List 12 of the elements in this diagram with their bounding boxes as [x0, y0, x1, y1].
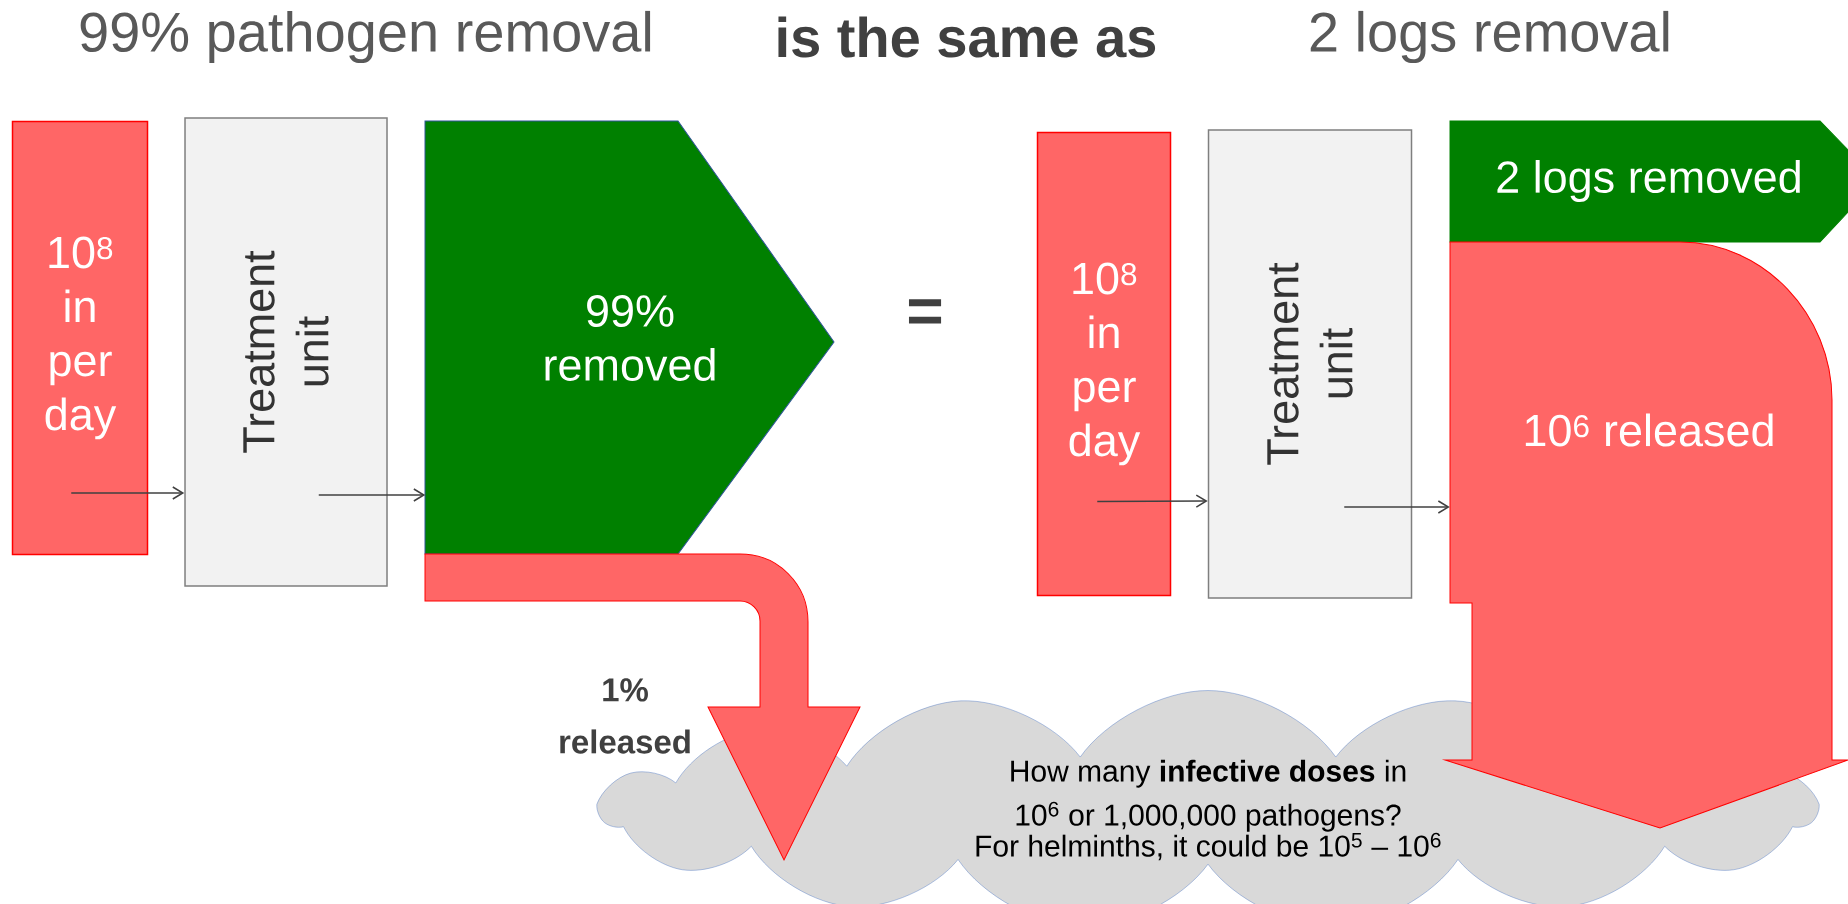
- heading: 2 logs removal: [1310, 10, 1669, 64]
- heading: is the same as: [778, 16, 1156, 58]
- arrow: [70, 486, 185, 500]
- arrow: [318, 488, 426, 502]
- treatment-box: Treatment unit: [184, 117, 388, 587]
- arrow: [1343, 500, 1450, 514]
- arrow: [1096, 494, 1208, 508]
- equals-sign: =: [908, 299, 942, 324]
- inflow-box: 10$^{8}$ in per day: [1036, 131, 1172, 597]
- inflow-box: 10$^{8}$ in per day: [11, 120, 149, 556]
- treatment-box: Treatment unit: [1207, 129, 1413, 599]
- heading: 99% pathogen removal: [80, 10, 651, 64]
